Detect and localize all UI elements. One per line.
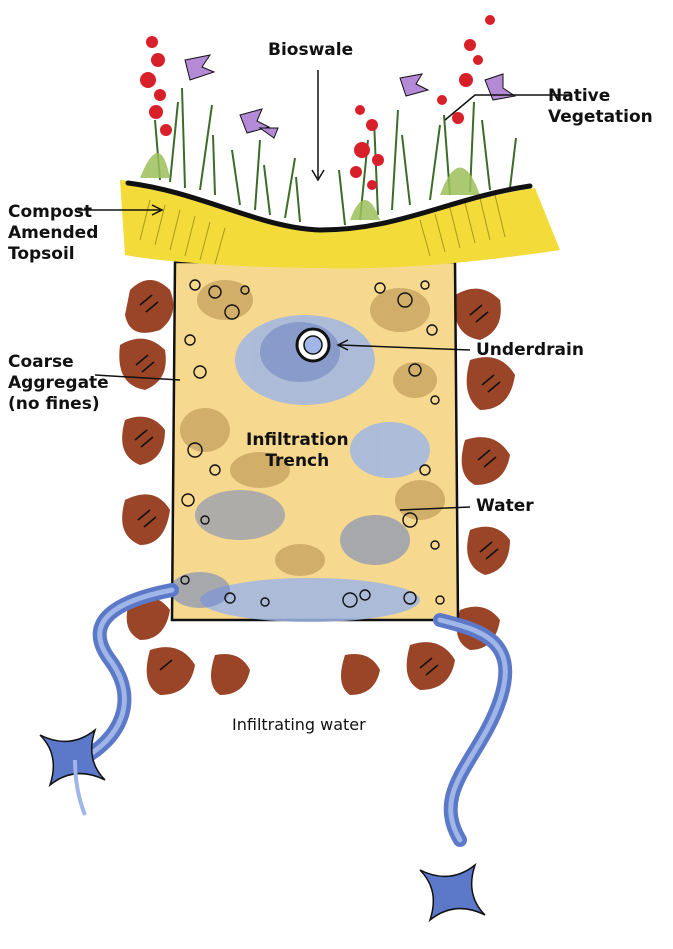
label-bioswale: Bioswale: [268, 40, 353, 61]
label-water: Water: [476, 496, 534, 517]
label-coarse-aggregate: Coarse Aggregate (no fines): [8, 352, 109, 415]
label-infiltration-trench: Infiltration Trench: [246, 430, 349, 472]
label-underdrain: Underdrain: [476, 340, 584, 361]
label-aggregate-line1: Coarse: [8, 352, 109, 373]
label-compost-line2: Amended: [8, 223, 98, 244]
label-compost-line3: Topsoil: [8, 244, 98, 265]
label-trench-line1: Infiltration: [246, 430, 349, 451]
label-aggregate-line3: (no fines): [8, 394, 109, 415]
purple-flowers: [185, 55, 515, 138]
label-native-vegetation: Native Vegetation: [548, 86, 653, 128]
water-droplets: [40, 730, 485, 920]
label-aggregate-line2: Aggregate: [8, 373, 109, 394]
label-compost-topsoil: Compost Amended Topsoil: [8, 202, 98, 265]
label-native-vegetation-line2: Vegetation: [548, 107, 653, 128]
label-infiltrating-water: Infiltrating water: [232, 714, 366, 735]
label-compost-line1: Compost: [8, 202, 98, 223]
label-native-vegetation-line1: Native: [548, 86, 653, 107]
label-trench-line2: Trench: [246, 451, 349, 472]
underdrain-pipe: [297, 329, 329, 361]
